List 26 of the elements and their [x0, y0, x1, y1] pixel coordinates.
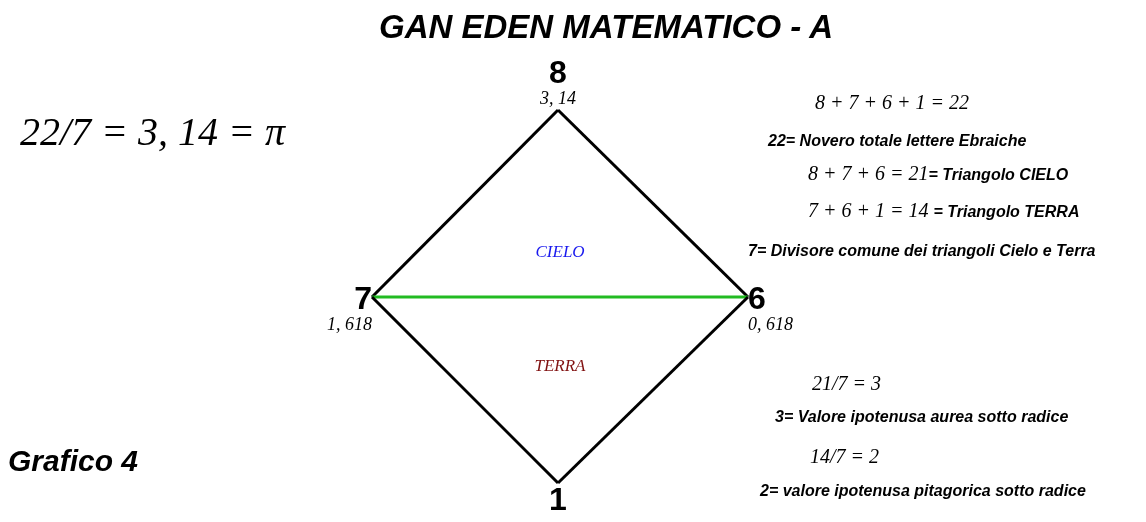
note-text: 3= Valore ipotenusa aurea sotto radice	[775, 408, 1069, 426]
math-formula: 8 + 7 + 6 + 1 = 22	[815, 91, 969, 114]
math-formula: 7 + 6 + 1 = 14 = Triangolo TERRA	[808, 199, 1080, 222]
vertex-number: 6	[748, 282, 766, 314]
math-formula: 21/7 = 3	[812, 372, 882, 395]
note-text: 22= Novero totale lettere Ebraiche	[768, 132, 1027, 150]
vertex-value: 0, 618	[748, 314, 793, 334]
note-text: 7= Divisore comune dei triangoli Cielo e Terra	[748, 242, 1096, 260]
diamond-side-line	[370, 108, 560, 299]
region-label: CIELO	[535, 242, 585, 262]
vertex-value: 3, 14	[540, 88, 576, 108]
region-label: TERRA	[534, 356, 586, 376]
diamond-side-line	[370, 295, 560, 485]
diamond-side-line	[372, 295, 748, 299]
math-formula: 8 + 7 + 6 = 21= Triangolo CIELO	[808, 162, 1069, 185]
caption: Grafico 4	[8, 444, 139, 478]
diamond-side-line	[556, 108, 750, 299]
vertex-number: 7	[354, 282, 372, 314]
vertex-value: 1, 618	[327, 314, 372, 334]
vertex-number: 8	[549, 56, 567, 88]
diamond-side-line	[556, 295, 750, 485]
title: GAN EDEN MATEMATICO - A	[379, 8, 834, 46]
note-text: 2= valore ipotenusa pitagorica sotto radice	[760, 482, 1086, 500]
math-formula: 22/7 = 3, 14 = π	[20, 108, 286, 155]
vertex-number: 1	[549, 483, 567, 515]
math-formula: 14/7 = 2	[810, 445, 880, 468]
